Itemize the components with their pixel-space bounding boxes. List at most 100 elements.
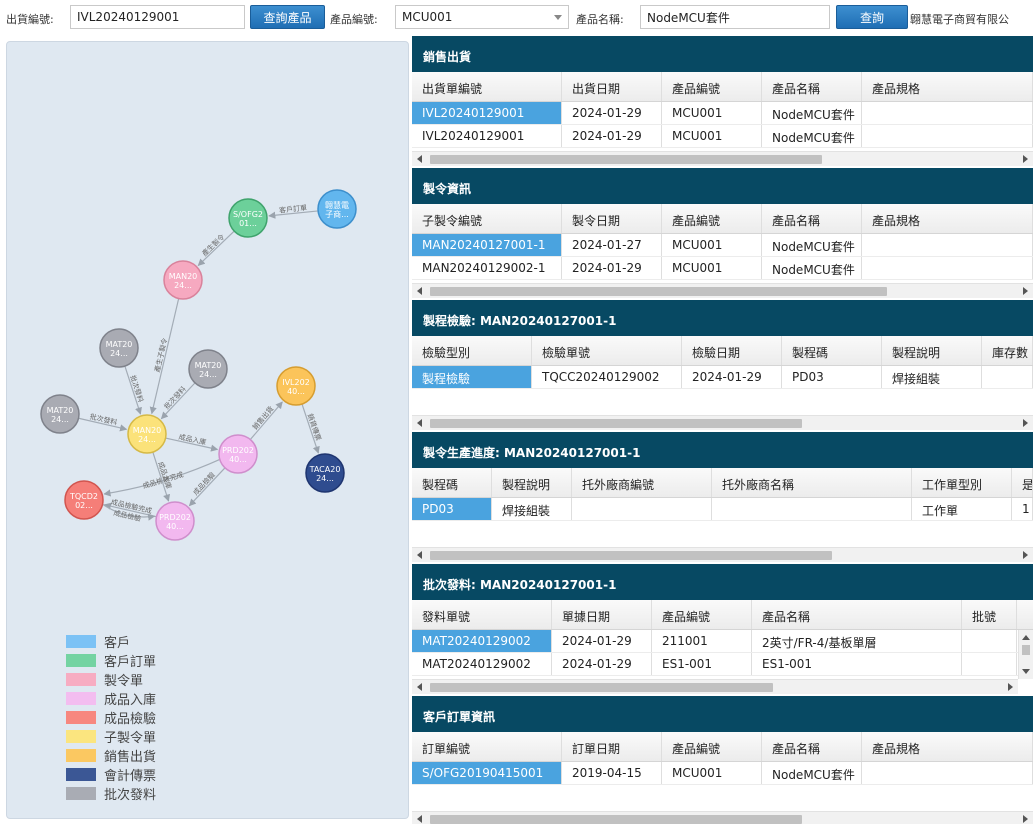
table-cell[interactable]: 焊接組裝	[492, 498, 572, 520]
graph-node-circle[interactable]	[317, 189, 357, 229]
graph-node-tqc[interactable]: TQCD202...	[64, 480, 104, 520]
table-cell[interactable]	[962, 630, 1017, 652]
graph-node-circle[interactable]	[64, 480, 104, 520]
column-header[interactable]: 訂單編號	[412, 732, 562, 761]
scroll-left-icon[interactable]	[417, 155, 422, 163]
column-header[interactable]: 檢驗日期	[682, 336, 782, 365]
graph-node-circle[interactable]	[127, 414, 167, 454]
column-header[interactable]: 批號	[962, 600, 1017, 629]
table-cell[interactable]: MCU001	[662, 257, 762, 279]
table-cell[interactable]: MAT20240129002	[412, 653, 552, 675]
table-cell[interactable]: NodeMCU套件	[762, 125, 862, 147]
column-header[interactable]: 產品規格	[862, 732, 1033, 761]
scroll-right-icon[interactable]	[1023, 155, 1028, 163]
horizontal-scrollbar[interactable]	[412, 415, 1033, 430]
table-cell[interactable]: 2024-01-29	[552, 630, 652, 652]
horizontal-scrollbar[interactable]	[412, 679, 1018, 694]
table-cell[interactable]: NodeMCU套件	[762, 102, 862, 124]
column-header[interactable]: 產品規格	[862, 72, 1033, 101]
table-cell[interactable]: 2024-01-29	[562, 102, 662, 124]
scroll-left-icon[interactable]	[417, 815, 422, 823]
scroll-left-icon[interactable]	[417, 551, 422, 559]
table-cell[interactable]: 2024-01-29	[562, 257, 662, 279]
graph-node-man_top[interactable]: MAN2024...	[163, 260, 203, 300]
table-cell[interactable]: MCU001	[662, 762, 762, 784]
table-cell[interactable]: 211001	[652, 630, 752, 652]
table-cell[interactable]: 1	[1012, 498, 1033, 520]
column-header[interactable]: 製程說明	[882, 336, 982, 365]
scroll-left-icon[interactable]	[417, 287, 422, 295]
graph-node-prd1[interactable]: PRD20240...	[218, 434, 258, 474]
table-cell[interactable]: ES1-001	[652, 653, 752, 675]
query-product-button[interactable]: 查詢產品	[250, 5, 325, 29]
horizontal-scrollbar[interactable]	[412, 811, 1033, 824]
table-cell[interactable]: NodeMCU套件	[762, 762, 862, 784]
graph-node-circle[interactable]	[99, 328, 139, 368]
graph-node-taca[interactable]: TACA2024...	[305, 453, 345, 493]
scroll-right-icon[interactable]	[1023, 551, 1028, 559]
table-cell[interactable]: 2024-01-29	[562, 125, 662, 147]
table-cell[interactable]: 2英寸/FR-4/基板單層	[752, 630, 962, 652]
column-header[interactable]: 產品名稱	[762, 72, 862, 101]
table-cell[interactable]	[982, 366, 1033, 388]
column-header[interactable]: 製程說明	[492, 468, 572, 497]
table-cell[interactable]: MAN20240127001-1	[412, 234, 562, 256]
table-cell[interactable]	[572, 498, 712, 520]
table-cell[interactable]: MCU001	[662, 234, 762, 256]
scroll-left-icon[interactable]	[417, 419, 422, 427]
table-cell[interactable]: 2024-01-29	[552, 653, 652, 675]
table-cell[interactable]: PD03	[782, 366, 882, 388]
column-header[interactable]: 檢驗單號	[532, 336, 682, 365]
column-header[interactable]: 庫存數	[982, 336, 1033, 365]
horizontal-scrollbar[interactable]	[412, 151, 1033, 166]
graph-node-circle[interactable]	[276, 366, 316, 406]
scroll-down-icon[interactable]	[1022, 669, 1030, 674]
table-cell[interactable]: MCU001	[662, 102, 762, 124]
column-header[interactable]: 子製令編號	[412, 204, 562, 233]
column-header[interactable]: 訂單日期	[562, 732, 662, 761]
graph-node-sofg[interactable]: S/OFG201...	[228, 198, 268, 238]
scroll-left-icon[interactable]	[417, 683, 422, 691]
horizontal-scrollbar[interactable]	[412, 547, 1033, 562]
column-header[interactable]: 製程碼	[412, 468, 492, 497]
table-cell[interactable]	[712, 498, 912, 520]
table-cell[interactable]: 工作單	[912, 498, 1012, 520]
column-header[interactable]: 產品編號	[662, 72, 762, 101]
table-cell[interactable]	[862, 257, 1033, 279]
graph-node-circle[interactable]	[305, 453, 345, 493]
relation-graph[interactable]: 客戶訂單產生製令產生子製令批次發料批次發料批次發料成品入庫銷售出貨銷貨傳票成品檢…	[7, 42, 410, 622]
scroll-thumb[interactable]	[430, 551, 832, 560]
column-header[interactable]: 製程碼	[782, 336, 882, 365]
graph-node-man_sub[interactable]: MAN2024...	[127, 414, 167, 454]
vertical-scrollbar[interactable]	[1018, 630, 1033, 679]
shipment-input[interactable]	[70, 5, 245, 29]
table-cell[interactable]: 焊接組裝	[882, 366, 982, 388]
table-cell[interactable]: IVL20240129001	[412, 125, 562, 147]
graph-node-ivl[interactable]: IVL20240...	[276, 366, 316, 406]
scroll-thumb[interactable]	[430, 815, 802, 824]
table-cell[interactable]: MCU001	[662, 125, 762, 147]
table-cell[interactable]: NodeMCU套件	[762, 234, 862, 256]
table-cell[interactable]: 2024-01-29	[682, 366, 782, 388]
column-header[interactable]: 產品編號	[652, 600, 752, 629]
table-cell[interactable]: IVL20240129001	[412, 102, 562, 124]
product-name-input[interactable]	[640, 5, 830, 29]
column-header[interactable]: 工作單型別	[912, 468, 1012, 497]
column-header[interactable]: 托外廠商名稱	[712, 468, 912, 497]
table-cell[interactable]: TQCC20240129002	[532, 366, 682, 388]
column-header[interactable]: 單據日期	[552, 600, 652, 629]
graph-node-customer[interactable]: 翺慧電子商...	[317, 189, 357, 229]
table-cell[interactable]	[862, 102, 1033, 124]
scroll-right-icon[interactable]	[1023, 287, 1028, 295]
